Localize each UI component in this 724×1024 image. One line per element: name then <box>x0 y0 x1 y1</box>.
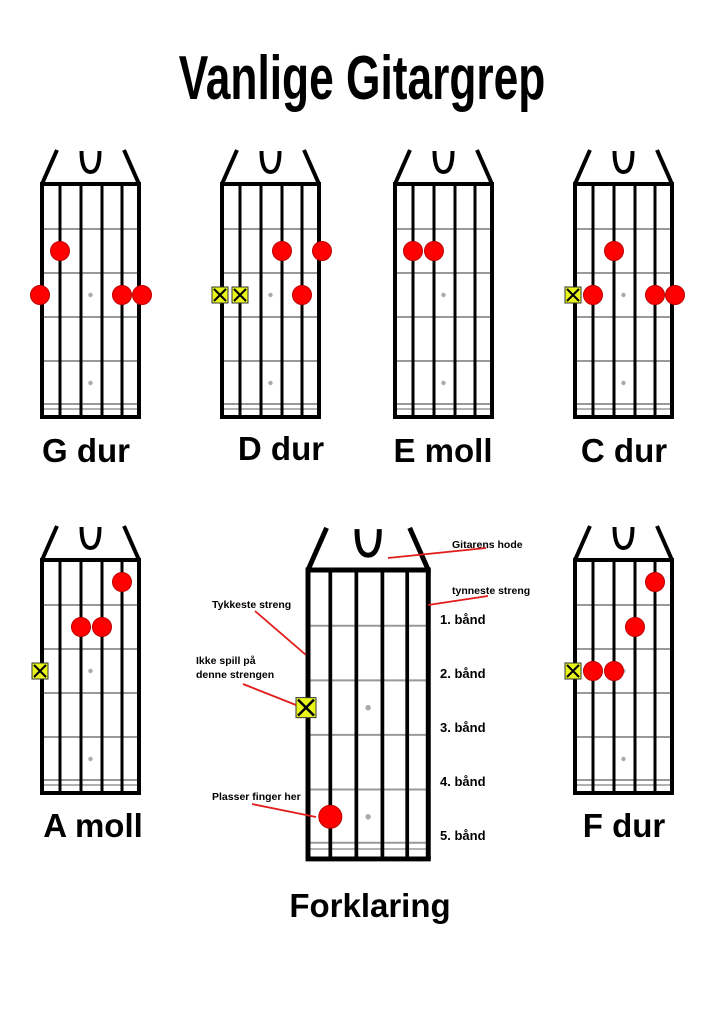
pointer-line <box>254 610 307 656</box>
fret-inlay <box>88 668 93 674</box>
legend-title: Forklaring <box>289 887 450 924</box>
mute-x-icon <box>566 288 580 302</box>
finger-dot <box>312 241 332 261</box>
legend-head-label: Gitarens hode <box>452 539 523 551</box>
finger-dot <box>272 241 292 261</box>
finger-dot <box>645 572 665 592</box>
pointer-line <box>251 803 317 818</box>
finger-dot <box>132 285 152 305</box>
headstock-curve <box>432 150 455 175</box>
headstock-curve <box>612 150 635 175</box>
legend-diagram: Gitarens hode tynneste streng Tykkeste s… <box>196 526 530 924</box>
headstock-outline <box>220 149 321 185</box>
fret-inlay <box>268 292 273 298</box>
fret-label-3: 3. bånd <box>440 720 486 735</box>
finger-dot <box>403 241 423 261</box>
legend-thickest-label: Tykkeste streng <box>212 599 291 611</box>
mute-x-icon <box>33 664 47 678</box>
chord-label: C dur <box>581 432 667 469</box>
chord-e-moll: E moll <box>393 149 494 469</box>
fret-inlay <box>441 380 446 386</box>
finger-dot <box>604 241 624 261</box>
headstock-curve <box>612 526 635 551</box>
mute-x-icon <box>233 288 247 302</box>
fret-label-4: 4. bånd <box>440 774 486 789</box>
fret-label-1: 1. bånd <box>440 612 486 627</box>
finger-dot <box>625 617 645 637</box>
mute-x-icon <box>297 698 315 717</box>
fret-inlay <box>621 380 626 386</box>
fret-inlay <box>441 292 446 298</box>
finger-dot <box>50 241 70 261</box>
legend-mute-label-2: denne strengen <box>196 669 274 681</box>
headstock-outline <box>393 149 494 185</box>
finger-dot <box>292 285 312 305</box>
finger-dot <box>71 617 91 637</box>
pointer-line <box>387 547 487 559</box>
chord-g-dur: G dur <box>30 149 152 469</box>
headstock-outline <box>305 526 431 572</box>
chord-label: E moll <box>393 432 492 469</box>
headstock-outline <box>40 149 141 185</box>
fret-label-5: 5. bånd <box>440 828 486 843</box>
chord-diagrams: G dur D dur E moll C dur A moll F dur <box>30 149 685 844</box>
fret-inlay <box>365 704 371 711</box>
fret-inlay <box>88 380 93 386</box>
pointer-line <box>242 683 297 706</box>
headstock-curve <box>354 529 382 558</box>
headstock-curve <box>259 150 282 175</box>
chord-f-dur: F dur <box>564 525 674 844</box>
headstock-outline <box>573 149 674 185</box>
chord-d-dur: D dur <box>211 149 332 467</box>
fret-inlay <box>268 380 273 386</box>
chord-label: A moll <box>43 807 143 844</box>
fret-inlay <box>621 756 626 762</box>
chord-c-dur: C dur <box>564 149 685 469</box>
finger-dot <box>665 285 685 305</box>
headstock-curve <box>79 150 102 175</box>
finger-dot <box>318 804 343 829</box>
page-title: Vanlige Gitargrep <box>179 44 546 113</box>
legend-thinnest-label: tynneste streng <box>452 585 530 597</box>
legend-finger-label: Plasser finger her <box>212 791 301 803</box>
fret-inlay <box>88 292 93 298</box>
finger-dot <box>583 285 603 305</box>
fret-inlay <box>365 814 371 820</box>
finger-dot <box>424 241 444 261</box>
mute-x-icon <box>566 664 580 678</box>
legend-mute-label-1: Ikke spill på <box>196 655 256 667</box>
chord-a-moll: A moll <box>31 525 143 844</box>
fret-inlay <box>88 756 93 762</box>
headstock-curve <box>79 526 102 551</box>
chord-label: G dur <box>42 432 130 469</box>
finger-dot <box>645 285 665 305</box>
legend-fretboard <box>295 526 431 862</box>
finger-dot <box>112 572 132 592</box>
finger-dot <box>604 661 624 681</box>
chord-label: F dur <box>583 807 666 844</box>
fret-label-2: 2. bånd <box>440 666 486 681</box>
finger-dot <box>583 661 603 681</box>
headstock-outline <box>573 525 674 561</box>
headstock-outline <box>40 525 141 561</box>
finger-dot <box>30 285 50 305</box>
fret-inlay <box>621 292 626 298</box>
mute-x-icon <box>213 288 227 302</box>
chord-label: D dur <box>238 430 324 467</box>
finger-dot <box>112 285 132 305</box>
finger-dot <box>92 617 112 637</box>
pointer-line <box>427 595 489 606</box>
